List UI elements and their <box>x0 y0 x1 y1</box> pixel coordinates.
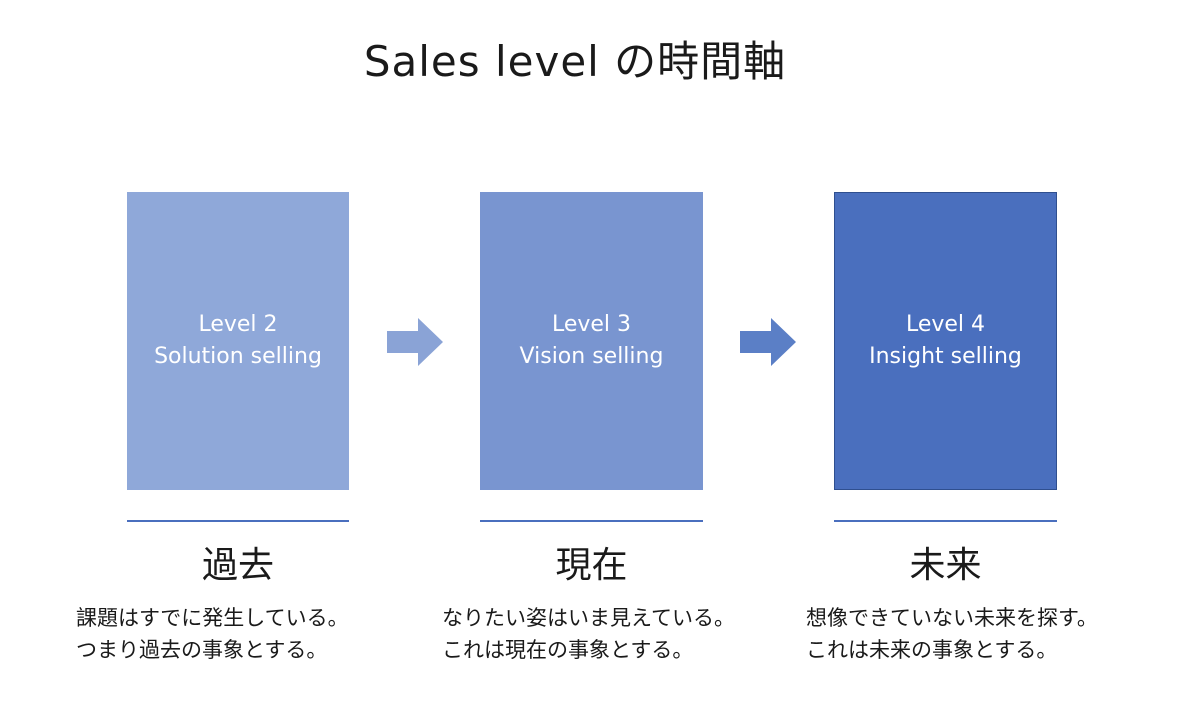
era-past-label: 過去 <box>201 545 274 586</box>
level-2-name: Solution selling <box>154 344 322 369</box>
level-3-box: Level 3 Vision selling <box>480 192 703 490</box>
level-4-label: Level 4 <box>905 312 986 337</box>
arrow-right-icon <box>740 318 796 366</box>
divider <box>127 520 349 522</box>
future-description: 想像できていない未来を探す。 これは未来の事象とする。 <box>806 602 1098 666</box>
past-description: 課題はすでに発生している。 つまり過去の事象とする。 <box>76 602 349 666</box>
arrow-right-icon <box>387 318 443 366</box>
diagram-title: Sales level の時間軸 <box>363 37 787 86</box>
description-line: 課題はすでに発生している。 <box>76 606 349 630</box>
level-2-label: Level 2 <box>198 312 278 337</box>
level-3-label: Level 3 <box>551 312 632 337</box>
level-3-name: Vision selling <box>519 344 664 369</box>
divider <box>480 520 703 522</box>
description-line: つまり過去の事象とする。 <box>76 638 328 662</box>
era-future-label: 未来 <box>909 545 982 586</box>
description-line: これは現在の事象とする。 <box>442 638 694 662</box>
description-line: これは未来の事象とする。 <box>806 638 1058 662</box>
present-description: なりたい姿はいま見えている。 これは現在の事象とする。 <box>442 602 735 666</box>
level-4-name: Insight selling <box>869 344 1022 369</box>
era-present-label: 現在 <box>555 545 628 586</box>
level-4-box: Level 4 Insight selling <box>834 192 1057 490</box>
description-line: 想像できていない未来を探す。 <box>806 606 1098 630</box>
description-line: なりたい姿はいま見えている。 <box>442 606 735 630</box>
level-2-box: Level 2 Solution selling <box>127 192 349 490</box>
divider <box>834 520 1057 522</box>
